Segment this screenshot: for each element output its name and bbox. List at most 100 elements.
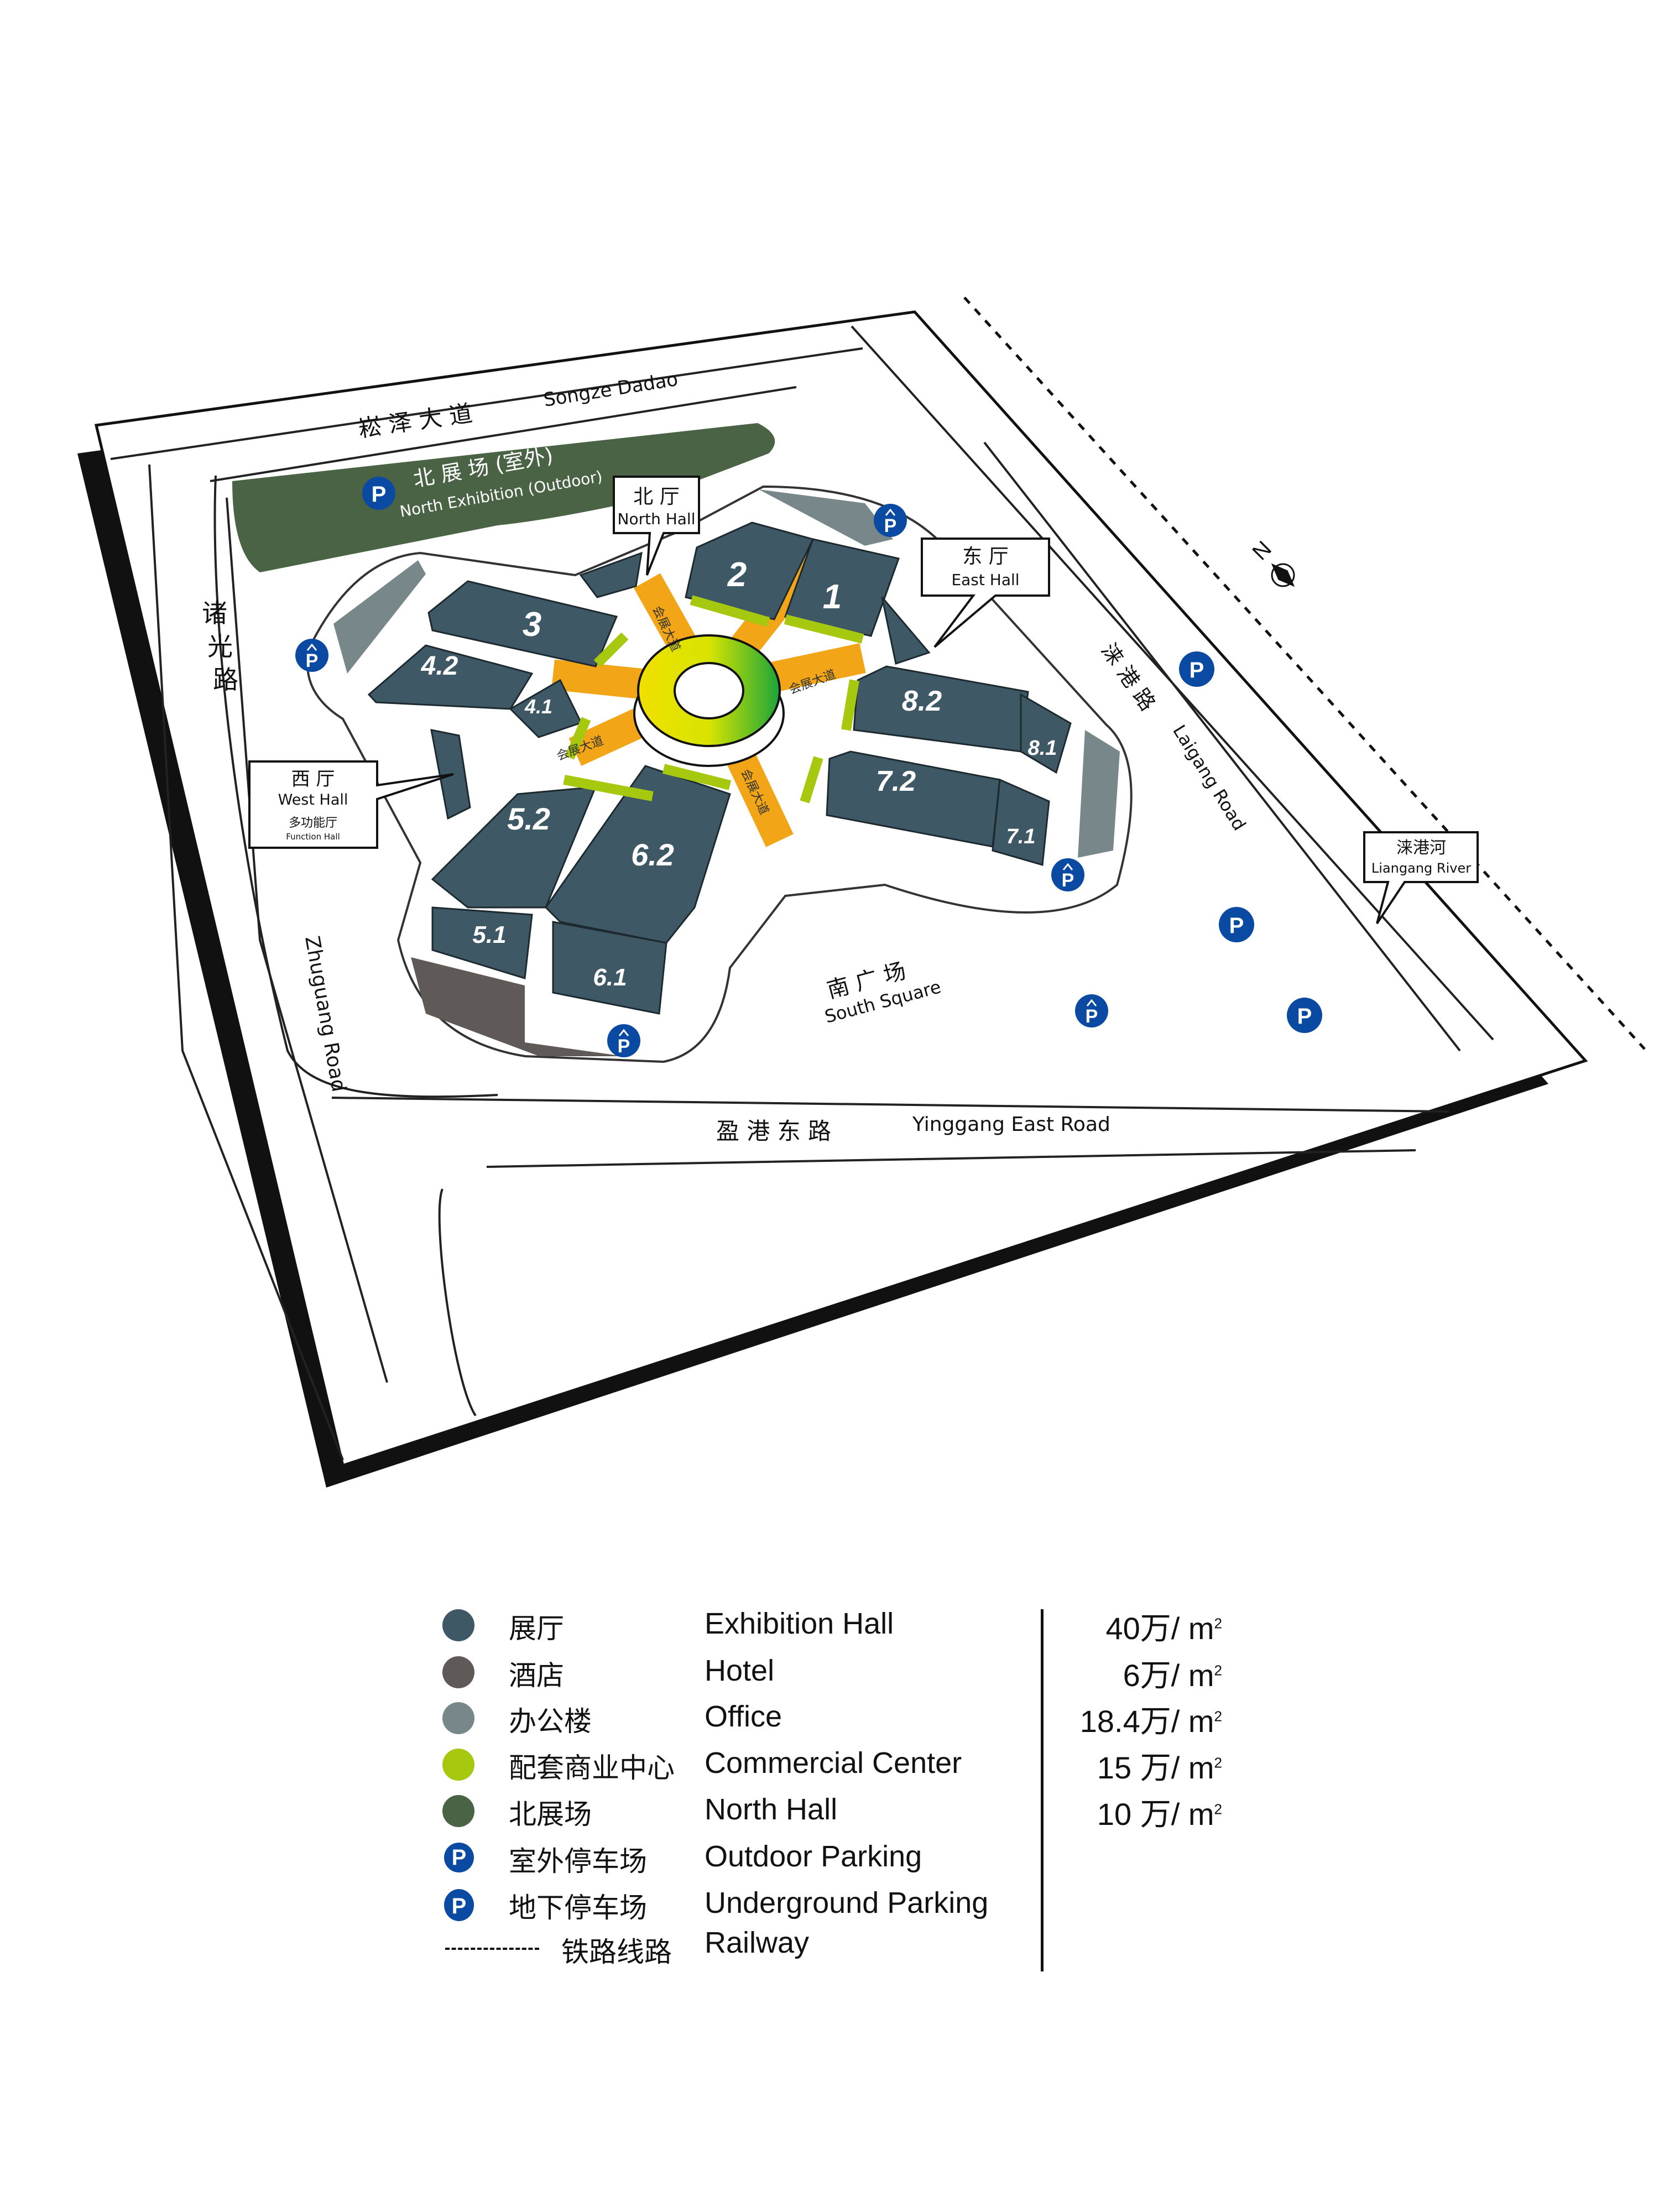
road-network — [110, 325, 1494, 1460]
legend-value: 10 万/ m2 — [1097, 1790, 1222, 1834]
underground-parking-icon: P — [1075, 994, 1108, 1027]
legend-en: Office — [705, 1700, 782, 1733]
north-hall-en: North Hall — [618, 510, 696, 528]
legend-zh: 地下停车场 — [509, 1892, 647, 1924]
road-label-zhuguang-zh-1: 诸 — [202, 598, 227, 628]
west-hall-sub-zh: 多功能厅 — [289, 816, 337, 830]
value-text: 6万/ m — [1123, 1658, 1214, 1693]
underground-parking-icon: P — [607, 1024, 640, 1057]
expo-site-map: 1 2 3 4.2 4.1 8.2 8.1 7.2 7.1 5.2 6.2 5.… — [77, 296, 1646, 1488]
compass-n-label: N — [1248, 536, 1276, 565]
central-ring-hole — [674, 662, 744, 719]
road-label-zhuguang-zh-3: 路 — [213, 665, 238, 695]
legend-en: Commercial Center — [705, 1746, 962, 1780]
river-zh: 涞港河 — [1396, 838, 1446, 858]
legend-zh: 酒店 — [509, 1660, 564, 1692]
hall-label-2: 2 — [727, 556, 747, 594]
legend-zh: 展厅 — [509, 1613, 564, 1645]
svg-text:P: P — [1229, 914, 1244, 938]
hall-label-5-1: 5.1 — [472, 921, 506, 948]
legend-zh: 北展场 — [509, 1798, 592, 1830]
value-text: 18.4万/ m — [1079, 1704, 1214, 1739]
legend-en: North Hall — [705, 1793, 838, 1826]
legend-value: 18.4万/ m2 — [1080, 1697, 1222, 1741]
hall-label-6-2: 6.2 — [631, 837, 674, 872]
outdoor-parking-icon: P — [1287, 998, 1322, 1033]
legend-zh: 室外停车场 — [509, 1845, 647, 1877]
hall-label-7-2: 7.2 — [876, 765, 916, 797]
legend-value: 15 万/ m2 — [1097, 1743, 1222, 1788]
hall-label-7-1: 7.1 — [1006, 825, 1036, 848]
legend-zh: 铁路线路 — [561, 1936, 672, 1968]
river-en: Liangang River — [1371, 860, 1471, 876]
legend-zh: 办公楼 — [509, 1705, 592, 1738]
outdoor-parking-icon: P — [362, 477, 395, 510]
outdoor-parking-icon: P — [1219, 907, 1254, 942]
svg-text:P: P — [1190, 658, 1204, 682]
legend-en: Hotel — [705, 1654, 775, 1687]
exhibition-halls — [367, 521, 1072, 1015]
outdoor-parking-icon: P — [444, 1843, 474, 1872]
hall-label-8-1: 8.1 — [1028, 737, 1057, 760]
west-hall-en: West Hall — [278, 791, 348, 808]
legend-en: Railway — [705, 1926, 810, 1959]
hall-label-1: 1 — [823, 578, 842, 616]
road-label-zhuguang-zh-2: 光 — [207, 632, 233, 661]
east-hall-zh: 东 厅 — [962, 545, 1008, 568]
unit-sup: 2 — [1214, 1801, 1222, 1818]
hall-label-4-1: 4.1 — [524, 695, 552, 718]
legend-divider — [1041, 1609, 1044, 1971]
value-text: 15 万/ m — [1097, 1750, 1214, 1785]
callout-north-hall: 北 厅 North Hall — [613, 476, 700, 576]
callout-west-hall: 西 厅 West Hall 多功能厅 Function Hall — [248, 760, 454, 849]
north-hall-zh: 北 厅 — [633, 486, 679, 508]
callout-east-hall: 东 厅 East Hall — [921, 538, 1050, 648]
commercial-center-strips — [563, 595, 864, 804]
north-compass: N — [1248, 536, 1295, 587]
unit-sup: 2 — [1214, 1615, 1222, 1632]
legend-en: Outdoor Parking — [705, 1840, 922, 1873]
svg-text:P: P — [1062, 870, 1074, 891]
hall-label-4-2: 4.2 — [421, 651, 458, 681]
legend-zh: 配套商业中心 — [509, 1752, 675, 1784]
unit-sup: 2 — [1214, 1754, 1222, 1771]
svg-text:P: P — [618, 1036, 630, 1057]
callout-river: 涞港河 Liangang River — [1363, 831, 1479, 925]
hall-label-3: 3 — [523, 606, 541, 644]
hotel-swatch — [442, 1656, 474, 1688]
north-exhibition-area — [232, 423, 775, 572]
road-label-yinggang-en: Yinggang East Road — [912, 1113, 1110, 1136]
unit-sup: 2 — [1214, 1708, 1222, 1725]
hall-label-8-2: 8.2 — [902, 685, 942, 717]
railway-dash-swatch — [445, 1948, 539, 1950]
east-hall-en: East Hall — [951, 571, 1019, 589]
value-text: 40万/ m — [1105, 1611, 1214, 1646]
svg-text:P: P — [884, 515, 897, 536]
svg-text:P: P — [1297, 1004, 1312, 1029]
legend-value: 40万/ m2 — [1105, 1604, 1222, 1648]
underground-parking-icon: P — [874, 504, 907, 537]
legend-en: Underground Parking — [705, 1886, 989, 1919]
svg-text:P: P — [306, 650, 319, 671]
exhibition-hall-swatch — [442, 1609, 474, 1641]
legend-value: 6万/ m2 — [1123, 1651, 1222, 1695]
hall-label-6-1: 6.1 — [593, 964, 627, 991]
west-hall-zh: 西 厅 — [291, 768, 335, 790]
underground-parking-icon: P — [444, 1889, 474, 1921]
hall-label-5-2: 5.2 — [507, 801, 550, 836]
north-hall-swatch — [442, 1795, 474, 1827]
svg-text:P: P — [372, 482, 387, 507]
outdoor-parking-icon: P — [1179, 651, 1214, 687]
value-text: 10 万/ m — [1097, 1797, 1214, 1832]
road-label-yinggang-zh: 盈 港 东 路 — [716, 1118, 831, 1145]
underground-parking-icon: P — [295, 639, 328, 672]
office-swatch — [442, 1702, 474, 1734]
hotel-building — [411, 957, 624, 1056]
west-hall-sub-en: Function Hall — [286, 832, 340, 842]
office-buildings — [333, 489, 1120, 858]
legend-en: Exhibition Hall — [705, 1607, 894, 1640]
underground-parking-icon: P — [1051, 858, 1084, 891]
unit-sup: 2 — [1214, 1662, 1222, 1679]
svg-text:P: P — [1086, 1006, 1098, 1027]
commercial-center-swatch — [442, 1749, 474, 1781]
